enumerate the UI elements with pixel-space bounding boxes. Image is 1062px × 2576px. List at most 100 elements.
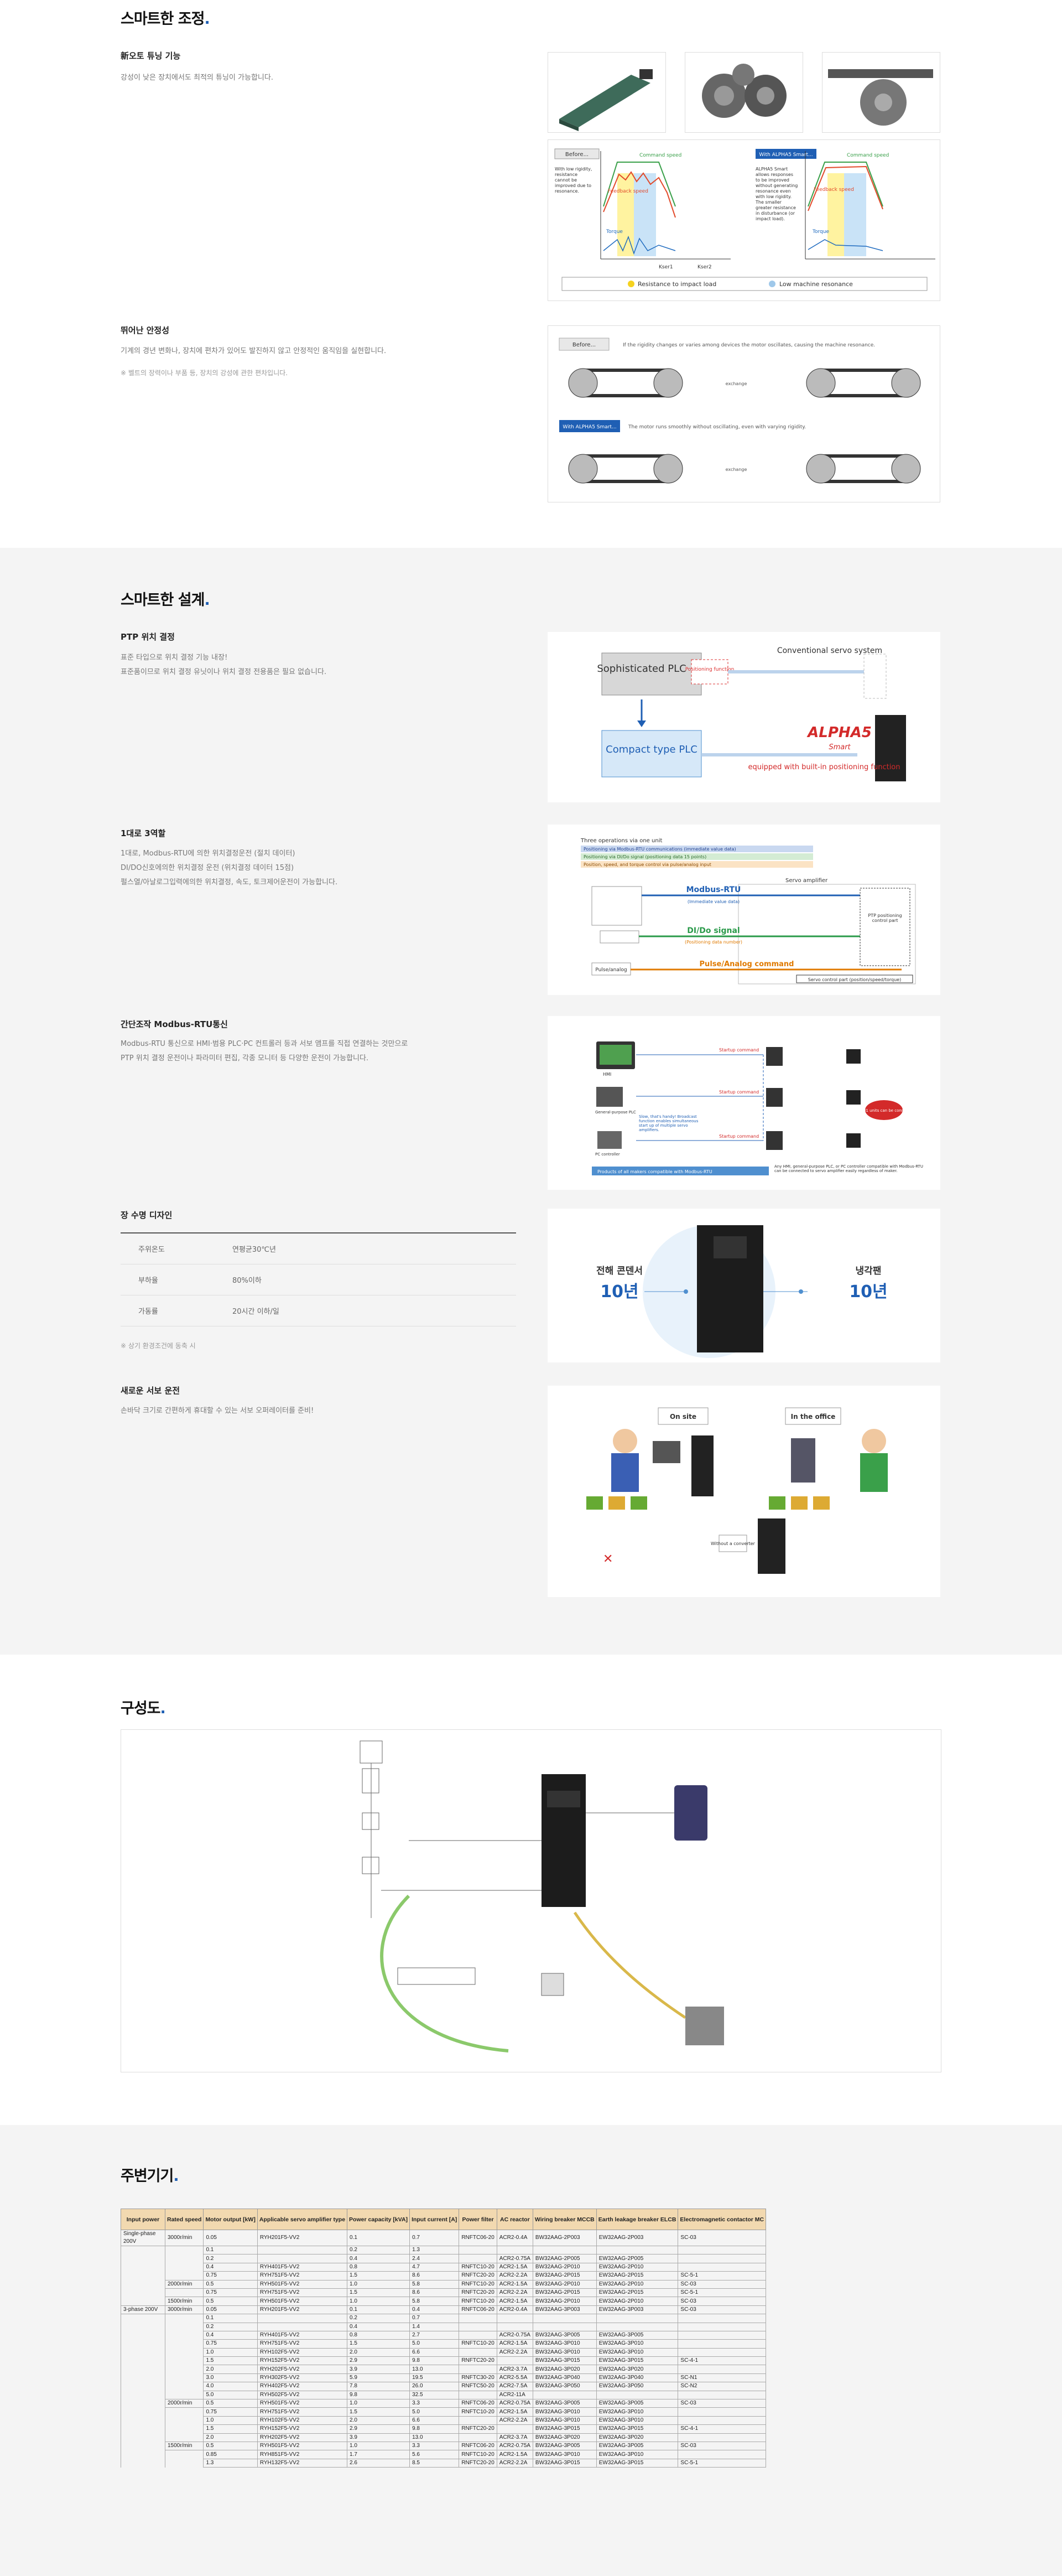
three-dido-sub: (Positioning data number) <box>685 940 742 945</box>
ptp-compact-plc: Compact type PLC <box>606 744 697 755</box>
table-cell: SC-03 <box>678 2297 767 2306</box>
table-cell: 2.4 <box>409 2254 460 2263</box>
table-cell: EW32AAG-3P005 <box>596 2399 679 2408</box>
table-cell <box>496 2245 533 2255</box>
fan-label: 냉각팬 <box>856 1266 882 1277</box>
three-amp-label: Servo amplifier <box>785 878 828 884</box>
table-cell: 1.0 <box>347 2441 410 2451</box>
alpha5-smart-logo: Smart <box>829 743 851 751</box>
modbus-plc-label: General-purpose PLC <box>595 1110 636 1115</box>
table-cell: ACR2-3.7A <box>496 2365 533 2374</box>
table-cell <box>678 2245 767 2255</box>
table-cell: SC-N1 <box>678 2373 767 2383</box>
ptp-equipped-text: equipped with built-in positioning funct… <box>748 763 900 771</box>
table-cell <box>164 2450 204 2459</box>
table-cell: 0.4 <box>347 2254 410 2263</box>
table-cell: BW32AAG-3P015 <box>532 2458 597 2468</box>
table-cell: RNFTC06-20 <box>459 2441 497 2451</box>
table-cell: EW32AAG-2P015 <box>596 2271 679 2280</box>
table-cell: 1.5 <box>203 2424 258 2434</box>
table-cell: RNFTC30-20 <box>459 2373 497 2383</box>
table-cell: RNFTC50-20 <box>459 2382 497 2391</box>
table-cell <box>596 2322 679 2331</box>
ptp-desc-2: 표준품이므로 위치 결정 유닛이나 위치 결정 전용품은 필요 없습니다. <box>121 668 327 676</box>
stability-desc: 기계의 경년 변화나, 장치에 편차가 있어도 발진하지 않고 안정적인 움직임… <box>121 347 387 355</box>
column-header: Rated speed <box>164 2209 204 2230</box>
condition-value: 연평균30℃년 <box>215 1232 516 1264</box>
table-cell <box>164 2348 204 2357</box>
table-cell <box>121 2348 165 2357</box>
machine-photo-rack <box>822 52 940 133</box>
table-cell: ACR2-1.5A <box>496 2450 533 2459</box>
table-cell <box>164 2246 204 2254</box>
table-cell <box>121 2450 165 2459</box>
three-op-3: Position, speed, and torque control via … <box>584 862 711 867</box>
table-cell: EW32AAG-3P010 <box>596 2347 679 2357</box>
new-servo-panel: On site In the office Without a converte… <box>548 1386 940 1597</box>
table-cell: RYH132F5-VV2 <box>257 2458 348 2468</box>
table-cell: 4.7 <box>409 2262 460 2272</box>
table-cell <box>121 2424 165 2434</box>
table-cell <box>459 2330 497 2340</box>
table-cell: BW32AAG-2P015 <box>532 2288 597 2298</box>
three-roles-title: 1대로 3역할 <box>121 828 166 838</box>
table-cell <box>164 2459 204 2468</box>
table-cell: 0.75 <box>203 2407 258 2417</box>
servo-without-converter: Without a converter <box>711 1541 756 1546</box>
table-cell: 0.4 <box>203 2262 258 2272</box>
smart-adjust-section: 스마트한 조정. 新오토 튜닝 기능 강성이 낮은 장치에서도 최적의 튜닝이 … <box>0 0 1062 548</box>
table-cell: 3.9 <box>347 2365 410 2374</box>
table-cell <box>121 2407 165 2417</box>
table-cell <box>678 2450 767 2459</box>
table-cell <box>121 2323 165 2331</box>
three-ptp-part: PTP positioning control part <box>868 913 902 923</box>
table-cell <box>164 2424 204 2434</box>
table-cell: 0.75 <box>203 2271 258 2280</box>
table-cell: BW32AAG-3P050 <box>532 2382 597 2391</box>
table-cell: 3.3 <box>409 2399 460 2408</box>
table-cell <box>678 2390 767 2400</box>
table-cell: 0.1 <box>347 2230 410 2246</box>
table-cell: SC-N2 <box>678 2382 767 2391</box>
three-servo-part: Servo control part (position/speed/torqu… <box>808 977 901 982</box>
table-cell: RYH102F5-VV2 <box>257 2347 348 2357</box>
table-cell: 1.0 <box>347 2297 410 2306</box>
table-cell: RYH501F5-VV2 <box>257 2441 348 2451</box>
ptp-positioning-function: Positioning function <box>685 667 735 672</box>
table-cell <box>496 2356 533 2366</box>
table-cell <box>257 2254 348 2263</box>
table-cell: 9.8 <box>347 2390 410 2400</box>
table-cell: RYH502F5-VV2 <box>257 2390 348 2400</box>
ptp-desc-1: 표준 타입으로 위치 결정 기능 내장! <box>121 654 228 662</box>
table-cell: BW32AAG-2P005 <box>532 2254 597 2263</box>
table-cell: 7.8 <box>347 2382 410 2391</box>
table-cell <box>459 2254 497 2263</box>
section-title-design: 스마트한 설계. <box>121 592 210 609</box>
table-cell <box>164 2314 204 2323</box>
table-cell: BW32AAG-3P010 <box>532 2407 597 2417</box>
new-servo-title: 새로운 서보 운전 <box>121 1386 180 1396</box>
table-cell: RYH152F5-VV2 <box>257 2356 348 2366</box>
servo-onsite-label: On site <box>670 1413 696 1421</box>
table-cell: EW32AAG-3P010 <box>596 2339 679 2349</box>
table-cell: SC-4-1 <box>678 2356 767 2366</box>
table-cell <box>164 2323 204 2331</box>
table-cell <box>257 2322 348 2331</box>
table-cell: ACR2-0.75A <box>496 2399 533 2408</box>
table-cell <box>678 2416 767 2425</box>
servo-office-label: In the office <box>791 1413 836 1421</box>
table-cell: EW32AAG-3P020 <box>596 2433 679 2442</box>
graph-torque-label: Torque <box>606 229 623 235</box>
table-cell <box>121 2254 165 2263</box>
table-cell <box>164 2271 204 2280</box>
modbus-startup-2: Startup command <box>719 1090 759 1095</box>
table-cell <box>164 2373 204 2382</box>
table-cell <box>678 2347 767 2357</box>
table-cell <box>532 2390 597 2400</box>
table-cell: 0.8 <box>347 2330 410 2340</box>
table-cell <box>596 2245 679 2255</box>
